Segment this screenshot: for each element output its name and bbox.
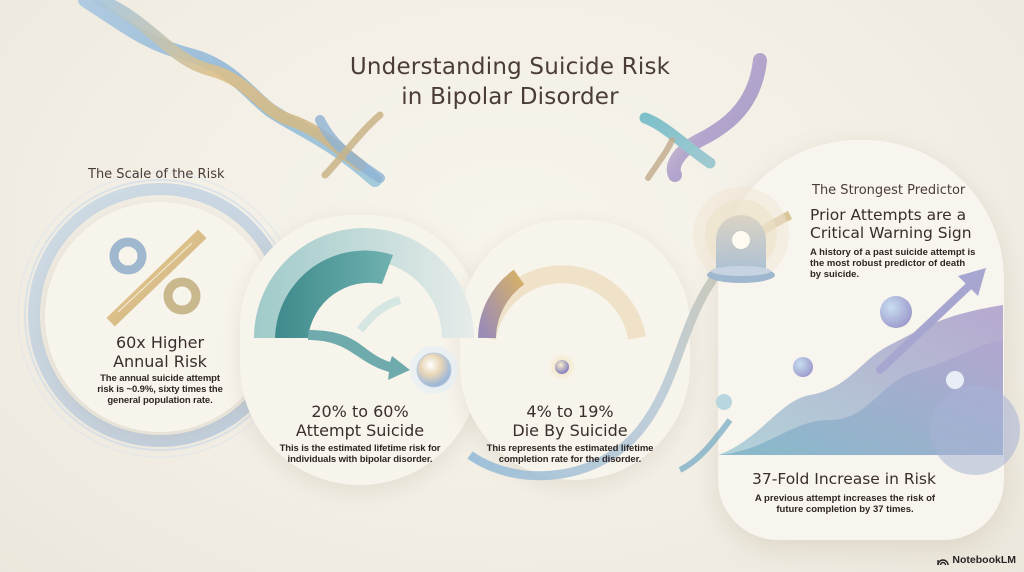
page-title: Understanding Suicide Risk in Bipolar Di… [300,52,720,112]
card-die-by-desc: This represents the estimated lifetime c… [470,443,670,465]
predictor-heading-line2: Critical Warning Sign [810,224,972,242]
card-attempt-title: 20% to 60% Attempt Suicide [255,402,465,440]
card-die-by [460,220,690,480]
predictor-desc-line2: the most robust predictor of death [810,258,966,269]
card-attempt-desc-line1: This is the estimated lifetime risk for [279,443,441,454]
percent-ribbon-icon [106,229,207,327]
card-annual-risk-desc-line3: general population rate. [107,395,213,406]
title-line-2: in Bipolar Disorder [401,84,619,110]
card-annual-risk-title-line1: 60x Higher [115,333,205,352]
predictor-desc: A history of a past suicide attempt is t… [810,247,985,280]
card-attempt-title-line1: 20% to 60% [311,402,409,421]
notebooklm-brand: NotebookLM [937,554,1016,566]
predictor-desc-line3: by suicide. [810,269,860,280]
fold-increase-desc: A previous attempt increases the risk of… [740,493,950,515]
predictor-heading: Prior Attempts are a Critical Warning Si… [810,206,1010,242]
card-annual-risk-desc: The annual suicide attempt risk is ~0.9%… [80,373,240,406]
card-die-by-title-line2: Die By Suicide [512,421,628,440]
card-attempt-desc: This is the estimated lifetime risk for … [250,443,470,465]
card-annual-risk [45,202,275,432]
title-line-1: Understanding Suicide Risk [349,54,671,80]
card-attempt-desc-line2: individuals with bipolar disorder. [287,454,433,465]
fold-increase-desc-line1: A previous attempt increases the risk of [754,493,936,504]
card-die-by-title: 4% to 19% Die By Suicide [470,402,670,440]
card-annual-risk-title-line2: Annual Risk [113,352,207,371]
notebooklm-logo-icon [937,558,950,565]
card-die-by-title-line1: 4% to 19% [526,402,614,421]
card-annual-risk-title: 60x Higher Annual Risk [80,333,240,371]
predictor-desc-line1: A history of a past suicide attempt is [810,247,976,258]
predictor-heading-line1: Prior Attempts are a [810,206,967,224]
card-die-by-desc-line1: This represents the estimated lifetime [486,443,654,454]
alarm-light-icon [693,187,789,283]
fold-increase-desc-line2: future completion by 37 times. [776,504,914,515]
fold-increase-title: 37-Fold Increase in Risk [752,470,936,488]
card-attempt-title-line2: Attempt Suicide [295,421,425,440]
rising-waves-arrow-icon [716,268,1020,475]
card-annual-risk-desc-line2: risk is ~0.9%, sixty times the [97,384,223,395]
half-gauge-icon [478,265,646,381]
gauge-arrow-icon [254,228,474,394]
card-die-by-desc-line2: completion rate for the disorder. [498,454,642,465]
brand-label: NotebookLM [952,554,1016,566]
section-label-scale: The Scale of the Risk [88,167,225,182]
card-annual-risk-desc-line1: The annual suicide attempt [100,373,220,384]
section-label-predictor: The Strongest Predictor [812,183,966,198]
